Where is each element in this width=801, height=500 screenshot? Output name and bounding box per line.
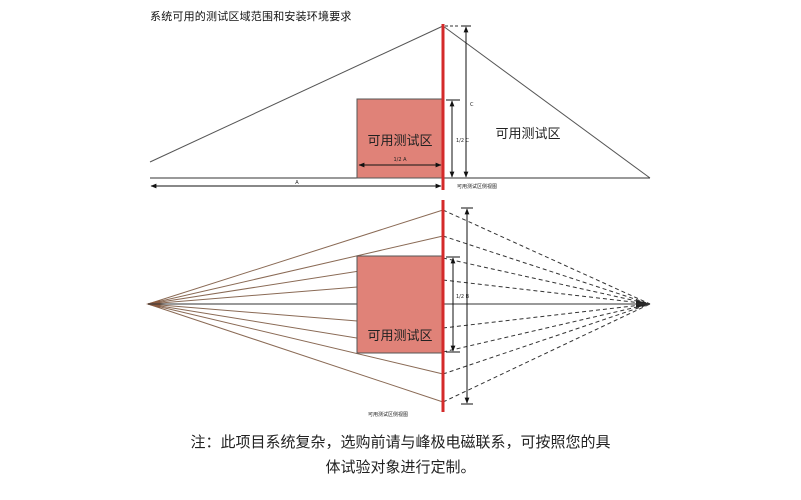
- note-line-2: 体试验对象进行定制。: [325, 458, 476, 476]
- note-line-1: 注：此项目系统复杂，选购前请与峰极电磁联系，可按照您的具: [190, 433, 611, 451]
- top-right-test-area-label: 可用测试区: [495, 127, 560, 142]
- right-ray: [442, 235, 651, 305]
- bottom-test-area-label: 可用测试区: [367, 329, 432, 344]
- top-half-a-label: 1/2 A: [393, 157, 407, 163]
- top-side-view: 可用测试区 1/2 A A C 1/2 C 可用测试区 可用测试区侧视图: [149, 24, 651, 190]
- right-ray: [442, 257, 651, 305]
- top-test-area-label: 可用测试区: [367, 134, 432, 149]
- right-ray: [442, 209, 651, 305]
- left-ray: [147, 303, 444, 403]
- bottom-top-view: 可用测试区 1/2 B 可用测试区侧视图: [146, 200, 651, 418]
- right-ray: [442, 303, 651, 329]
- right-ray: [442, 303, 651, 353]
- right-ray: [442, 303, 651, 403]
- top-right-slope-line: [442, 25, 651, 179]
- left-ray: [147, 303, 444, 375]
- bottom-side-view-caption: 可用测试区侧视图: [368, 411, 408, 418]
- top-half-c-label: 1/2 C: [456, 138, 470, 144]
- bottom-right-rays: [442, 209, 651, 403]
- top-left-slope-line: [149, 25, 444, 163]
- page-title: 系统可用的测试区域范围和安装环境要求: [150, 10, 352, 23]
- top-dim-a-label: A: [295, 180, 299, 186]
- bottom-half-b-label: 1/2 B: [456, 294, 470, 300]
- top-side-view-caption: 可用测试区侧视图: [457, 183, 497, 190]
- top-dim-c-label: C: [470, 102, 474, 108]
- right-ray: [442, 279, 651, 305]
- left-ray: [147, 209, 444, 305]
- right-ray: [442, 303, 651, 375]
- bottom-test-area-box: [356, 255, 444, 354]
- left-ray: [147, 235, 444, 305]
